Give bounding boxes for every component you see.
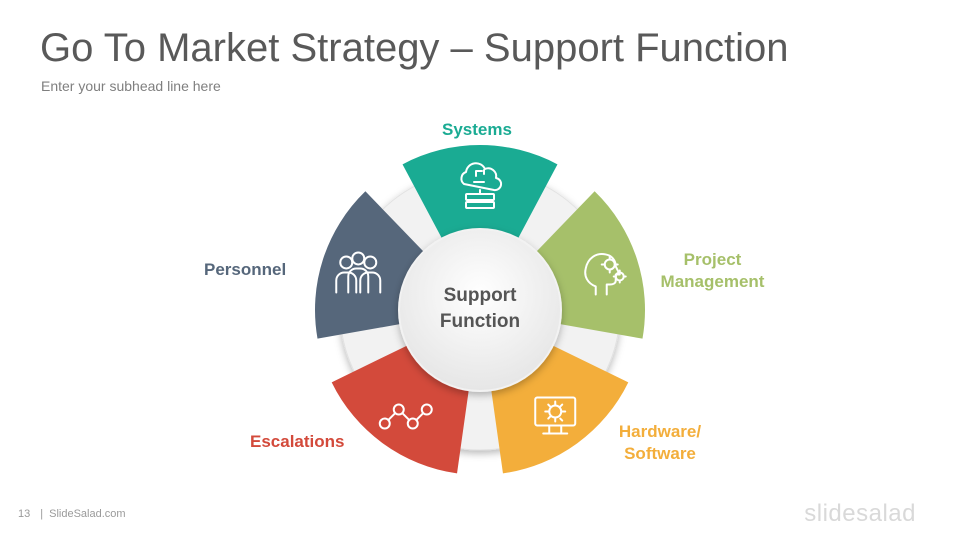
center-circle: [398, 228, 562, 392]
footer: 13|SlideSalad.com: [18, 508, 126, 520]
monitor-gear-icon: [534, 396, 577, 435]
center-label-line1: Support: [443, 285, 517, 306]
systems-label: Systems: [442, 120, 512, 139]
brand-logo: slidesalad: [804, 500, 916, 527]
personnel-label: Personnel: [204, 260, 287, 279]
cloud-server-icon: [460, 162, 503, 209]
project-management-label: Project Management: [655, 249, 770, 293]
hardware-software-label: Hardware/ Software: [612, 421, 708, 465]
project-management-label-line2: Management: [660, 272, 765, 291]
project-management-segment: [535, 191, 645, 339]
page-title: Go To Market Strategy – Support Function: [40, 26, 789, 70]
project-management-label-line1: Project: [683, 250, 742, 269]
escalations-label: Escalations: [250, 432, 345, 451]
line-chart-icon: [378, 403, 433, 430]
page-number: 13: [18, 508, 31, 520]
personnel-segment: [315, 191, 425, 339]
head-gears-icon: [584, 253, 627, 296]
center-label: Support Function: [400, 283, 560, 335]
team-people-icon: [335, 251, 382, 294]
subhead: Enter your subhead line here: [41, 78, 221, 94]
hardware-software-label-line1: Hardware/: [618, 422, 702, 441]
hardware-software-label-line2: Software: [624, 444, 696, 463]
center-label-line2: Function: [439, 311, 521, 332]
footer-site: SlideSalad.com: [49, 508, 126, 520]
